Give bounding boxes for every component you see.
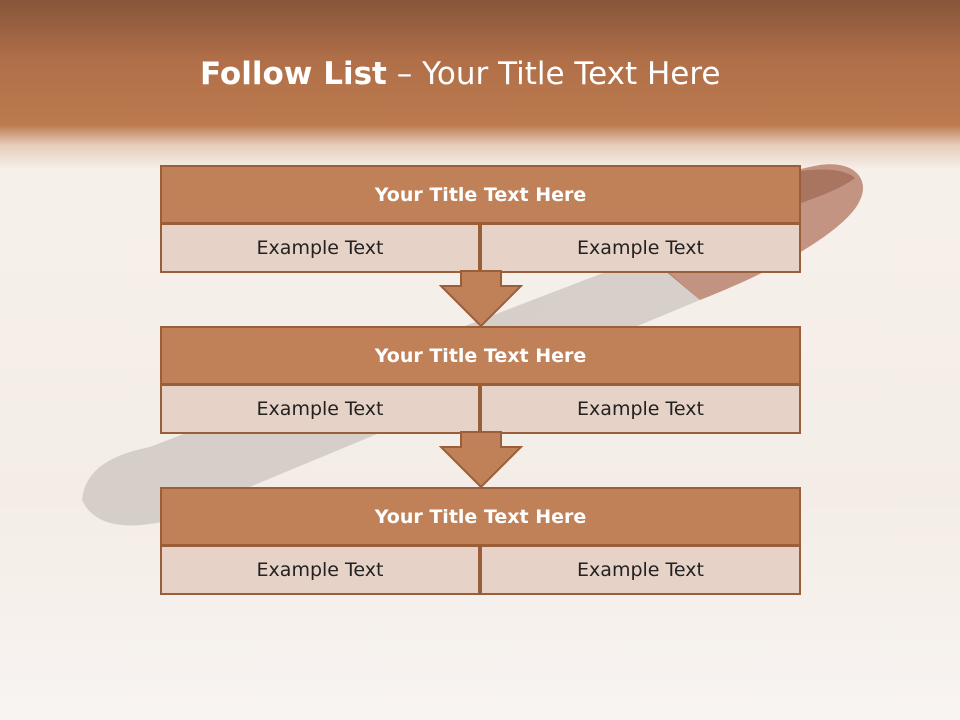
header-band	[0, 0, 960, 170]
block-cell-left: Example Text	[160, 384, 480, 434]
block-cell-left: Example Text	[160, 545, 480, 595]
slide-title: Follow List – Your Title Text Here	[200, 56, 840, 92]
slide-title-separator: –	[386, 56, 423, 92]
slide-title-rest: Your Title Text Here	[422, 56, 721, 92]
down-arrow-icon	[439, 270, 523, 328]
list-block-3: Your Title Text Here Example Text Exampl…	[160, 487, 801, 595]
block-title: Your Title Text Here	[160, 487, 801, 546]
block-cell-right: Example Text	[480, 545, 801, 595]
block-title: Your Title Text Here	[160, 165, 801, 224]
block-title: Your Title Text Here	[160, 326, 801, 385]
slide-title-bold: Follow List	[200, 56, 387, 92]
block-cell-right: Example Text	[480, 384, 801, 434]
list-block-2: Your Title Text Here Example Text Exampl…	[160, 326, 801, 434]
block-cell-left: Example Text	[160, 223, 480, 273]
list-block-1: Your Title Text Here Example Text Exampl…	[160, 165, 801, 273]
block-cell-right: Example Text	[480, 223, 801, 273]
down-arrow-icon	[439, 431, 523, 489]
